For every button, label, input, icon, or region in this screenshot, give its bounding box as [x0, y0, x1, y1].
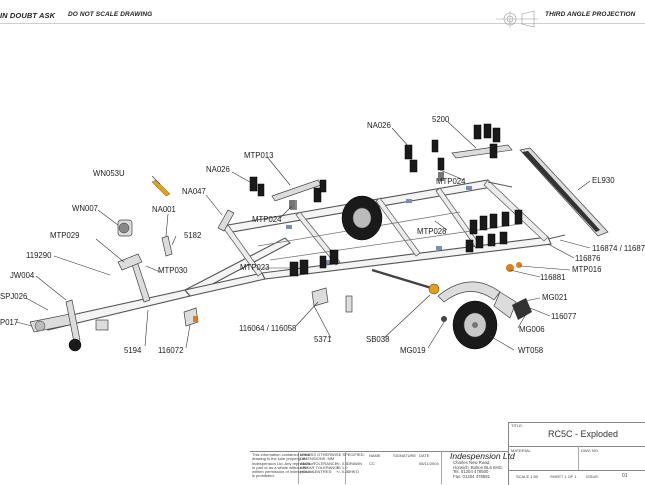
- reflector: [193, 316, 197, 322]
- winch-post: [117, 219, 151, 303]
- label-MTP016: MTP016: [572, 265, 601, 274]
- label-WN053U: WN053U: [93, 169, 125, 178]
- mudguard: [437, 281, 501, 303]
- title-block: This information contained in this drawi…: [250, 422, 645, 485]
- scale: SCALE 1:50: [516, 474, 539, 479]
- label-MG021: MG021: [542, 293, 568, 302]
- label-NA001: NA001: [152, 205, 176, 214]
- label-116876: 116876: [575, 254, 600, 263]
- label-5200: 5200: [432, 115, 450, 124]
- roller-bracket-a: [289, 200, 295, 209]
- label-P017: P017: [0, 318, 18, 327]
- label-MTP029: MTP029: [50, 231, 79, 240]
- label-116881: 116881: [540, 273, 565, 282]
- label-NA047: NA047: [182, 187, 206, 196]
- rear-roller-assembly: [404, 123, 513, 173]
- label-116072: 116072: [158, 346, 183, 355]
- road-wheel: [452, 300, 498, 350]
- spare-wheel: [341, 195, 383, 241]
- wheel-nut: [441, 316, 447, 322]
- label-116874: 116874 / 11687: [592, 244, 645, 253]
- label-NA026b: NA026: [206, 165, 230, 174]
- winch-strap: [151, 179, 171, 197]
- guide-bar: [519, 147, 609, 237]
- label-SB038: SB038: [366, 335, 389, 344]
- bow-post: [161, 235, 173, 257]
- axle-tube: [371, 268, 439, 292]
- disclaimer: This information contained in this drawi…: [252, 452, 315, 479]
- company-address: Charles New Road, Horwich, Bolton BL6 6H…: [453, 460, 504, 479]
- label-JW004: JW004: [10, 271, 35, 280]
- projection-note: THIRD ANGLE PROJECTION: [545, 11, 636, 18]
- leader-lines: [15, 121, 591, 351]
- label-116077: 116077: [551, 312, 576, 321]
- label-116064: 116064 / 116058: [239, 324, 296, 333]
- keel-roller-bracket: [217, 209, 235, 232]
- coupling-and-jockey: [29, 299, 109, 352]
- signature-table: NAME SIGNATURE DATE DRAWN CC 08/11/2004 …: [347, 453, 439, 474]
- rear-lamp: [506, 264, 514, 272]
- warning-do-not-scale: DO NOT SCALE DRAWING: [68, 11, 153, 18]
- label-5182: 5182: [184, 231, 201, 240]
- label-5194: 5194: [124, 346, 142, 355]
- projection-symbol-icon: [496, 10, 538, 28]
- label-EL930: EL930: [592, 176, 615, 185]
- label-MTP028: MTP028: [417, 227, 446, 236]
- label-WN007: WN007: [72, 204, 98, 213]
- label-SPJ026: SPJ026: [0, 292, 27, 301]
- mid-rollers: [289, 209, 523, 277]
- warning-in-doubt-ask: IN DOUBT ASK: [0, 11, 56, 20]
- label-119290: 119290: [26, 251, 52, 260]
- label-MTP023: MTP023: [240, 263, 269, 272]
- roller-bracket-b: [438, 172, 444, 181]
- sheet: SHEET 1 OF 1: [550, 474, 577, 479]
- material-label: MATERIAL: [511, 448, 531, 453]
- label-MTP024b: MTP024: [252, 215, 282, 224]
- label-MTP013: MTP013: [244, 151, 273, 160]
- mudflap: [512, 298, 532, 320]
- label-5371: 5371: [314, 335, 331, 344]
- title-label: TITLE:: [511, 423, 524, 428]
- front-bracket: [311, 287, 329, 307]
- dwg-no-label: DWG NO.: [581, 448, 599, 453]
- front-roller-cradle: [249, 176, 327, 210]
- issue-number: 01: [622, 473, 628, 479]
- drawing-title: RC5C - Exploded: [548, 429, 619, 439]
- company-name: Indespension Ltd: [450, 451, 515, 461]
- side-lamp: [516, 262, 522, 268]
- label-MG019: MG019: [400, 346, 426, 355]
- label-MTP024a: MTP024: [436, 177, 466, 186]
- label-WT058: WT058: [518, 346, 543, 355]
- label-MG006: MG006: [519, 325, 545, 334]
- tolerance-notes: UNLESS OTHERWISE SPECIFIED: DIMENSIONS: …: [300, 452, 365, 475]
- header-rule: [0, 23, 645, 24]
- tolerance-values: +/- 0.5 +/- 1.0 +/- 0.25: [336, 460, 350, 475]
- hub: [428, 283, 440, 295]
- issue-label: ISSUE:: [586, 474, 600, 479]
- stop-plate: [345, 295, 353, 313]
- light-board: [493, 291, 517, 319]
- label-MTP030: MTP030: [158, 266, 188, 275]
- label-NA026a: NA026: [367, 121, 391, 130]
